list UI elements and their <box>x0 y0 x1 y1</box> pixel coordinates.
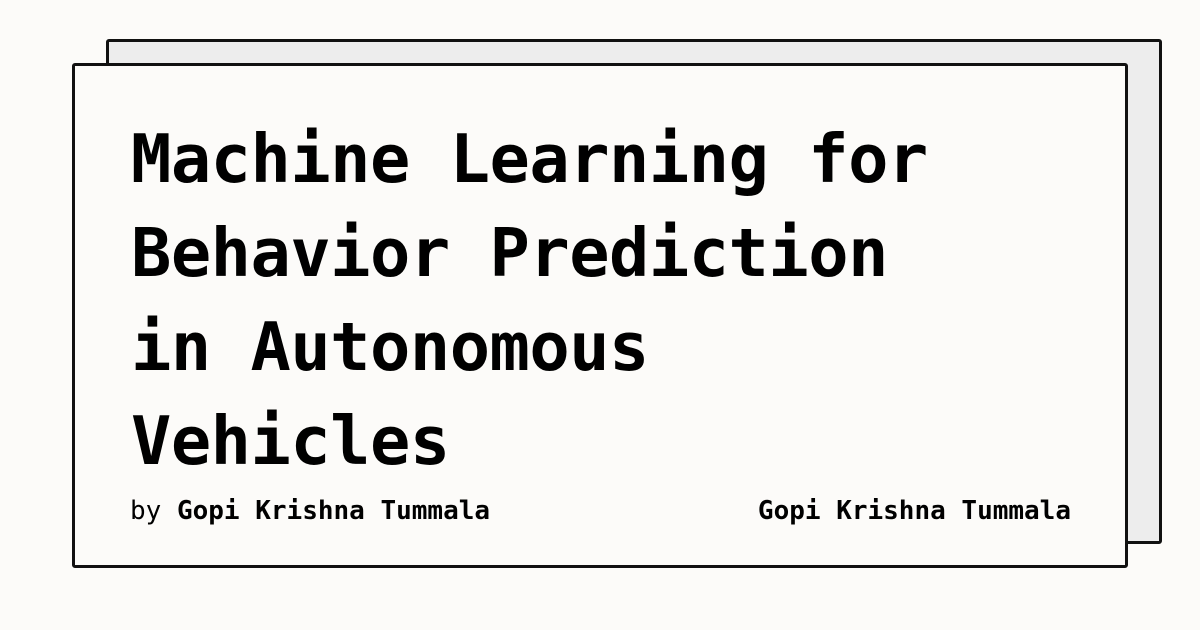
site-name: Gopi Krishna Tummala <box>757 496 1071 526</box>
title-line: Behavior Prediction <box>131 214 888 292</box>
author-name: Gopi Krishna Tummala <box>176 496 491 526</box>
title-line: Machine Learning for <box>131 120 928 198</box>
page-title: Machine Learning for Behavior Prediction… <box>131 112 1091 488</box>
title-line: in Autonomous <box>131 308 649 386</box>
title-card: Machine Learning for Behavior Prediction… <box>72 63 1128 568</box>
byline: by Gopi Krishna Tummala <box>130 494 490 528</box>
byline-prefix: by <box>130 496 162 526</box>
title-line: Vehicles <box>131 402 450 480</box>
